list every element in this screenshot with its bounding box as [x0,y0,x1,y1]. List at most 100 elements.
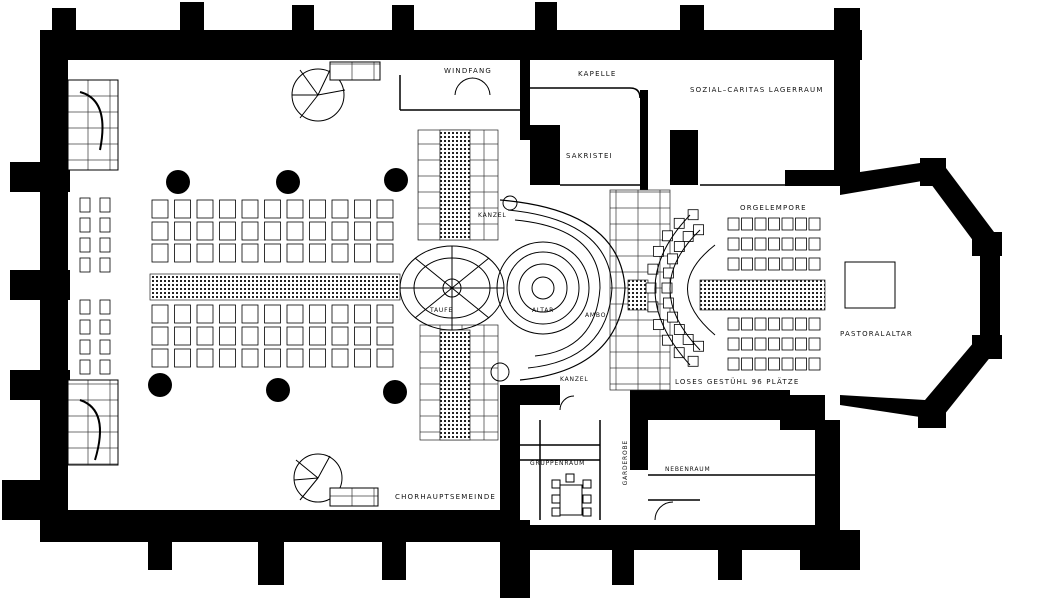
pew-seat [754,217,767,231]
pew-seat [768,337,780,351]
pew-seat [781,317,794,331]
pew-seat [727,337,740,351]
pew-seat [79,197,91,213]
choir-arcs [654,214,716,366]
label-windfang: WINDFANG [444,67,493,75]
choir-pews [645,209,821,371]
label-nebenraum: NEBENRAUM [665,466,711,473]
pew-seat [741,257,753,271]
pew-seat [687,355,699,367]
pew-seat [376,326,394,346]
pew-seat [645,282,657,294]
pew-seat [781,257,794,271]
pew-seat [354,326,371,346]
pew-seat [376,304,394,324]
pew-seat [196,304,214,324]
pew-seat [781,357,794,371]
column [148,373,172,397]
pew-seat [754,257,767,271]
pew-seat [79,257,91,273]
label-sozial: SOZIAL–CARITAS LAGERRAUM [690,86,824,94]
pew-seat [241,304,259,324]
pew-seat [727,217,740,231]
pew-seat [196,326,214,346]
pew-seat [354,243,371,263]
pew-seat [99,197,111,213]
pew-seat [286,326,304,346]
pew-seat [309,304,326,324]
label-kanzel-lower: KANZEL [560,376,589,383]
pew-seat [795,237,807,251]
pew-seat [727,237,740,251]
column [384,168,408,192]
pew-seat [808,217,821,231]
pew-seat [741,337,753,351]
pew-seat [781,337,794,351]
pew-seat [174,348,191,368]
pew-seat [667,311,679,323]
pew-seat [768,357,780,371]
pew-seat [219,304,236,324]
pew-seat [241,326,259,346]
pew-seat [663,267,674,279]
pew-seat [673,324,685,335]
pew-seat [174,243,191,263]
label-kapelle: KAPELLE [578,70,617,78]
pew-seat [727,257,740,271]
spiral-stair-bottom [293,453,379,507]
pew-seat [754,317,767,331]
pew-seat [196,243,214,263]
column [166,170,190,194]
pew-seat [241,199,259,219]
pew-seat [99,217,111,233]
pew-seat [354,304,371,324]
door-swings [454,77,674,521]
pew-seat [693,340,704,352]
side-pews [79,197,111,375]
pew-seat [727,357,740,371]
pew-seat [682,334,694,345]
pew-seat [99,319,111,335]
pew-seat [241,348,259,368]
pew-seat [309,221,326,241]
column [266,378,290,402]
pew-seat [331,326,349,346]
label-chorhaupt: CHORHAUPTSEMEINDE [395,493,497,501]
pew-seat [768,217,780,231]
pew-seat [795,217,807,231]
pew-seat [99,237,111,253]
label-orgelempore: ORGELEMPORE [740,204,807,212]
pew-seat [196,199,214,219]
pew-seat [309,326,326,346]
label-ambo: AMBO [585,312,607,319]
pew-seat [151,304,169,324]
stairs [67,61,381,507]
pew-seat [264,326,281,346]
pew-seat [808,237,821,251]
pew-seat [286,221,304,241]
pew-seat [264,221,281,241]
label-taufe: TAUFE [430,307,453,314]
pew-seat [219,326,236,346]
pew-seat [741,217,753,231]
pew-seat [99,339,111,355]
pew-seat [241,221,259,241]
pew-seat [79,339,91,355]
pew-seat [781,237,794,251]
pew-seat [754,357,767,371]
pew-seat [354,221,371,241]
pew-seat [79,359,91,375]
column [383,380,407,404]
pew-seat [219,221,236,241]
pew-seat [331,199,349,219]
pew-seat [693,224,704,236]
pew-seat [795,357,807,371]
pew-seat [196,221,214,241]
pew-seat [219,199,236,219]
pew-seat [309,199,326,219]
pew-seat [781,217,794,231]
columns [148,168,408,404]
pew-seat [754,237,767,251]
pew-seat [264,199,281,219]
pew-seat [354,199,371,219]
